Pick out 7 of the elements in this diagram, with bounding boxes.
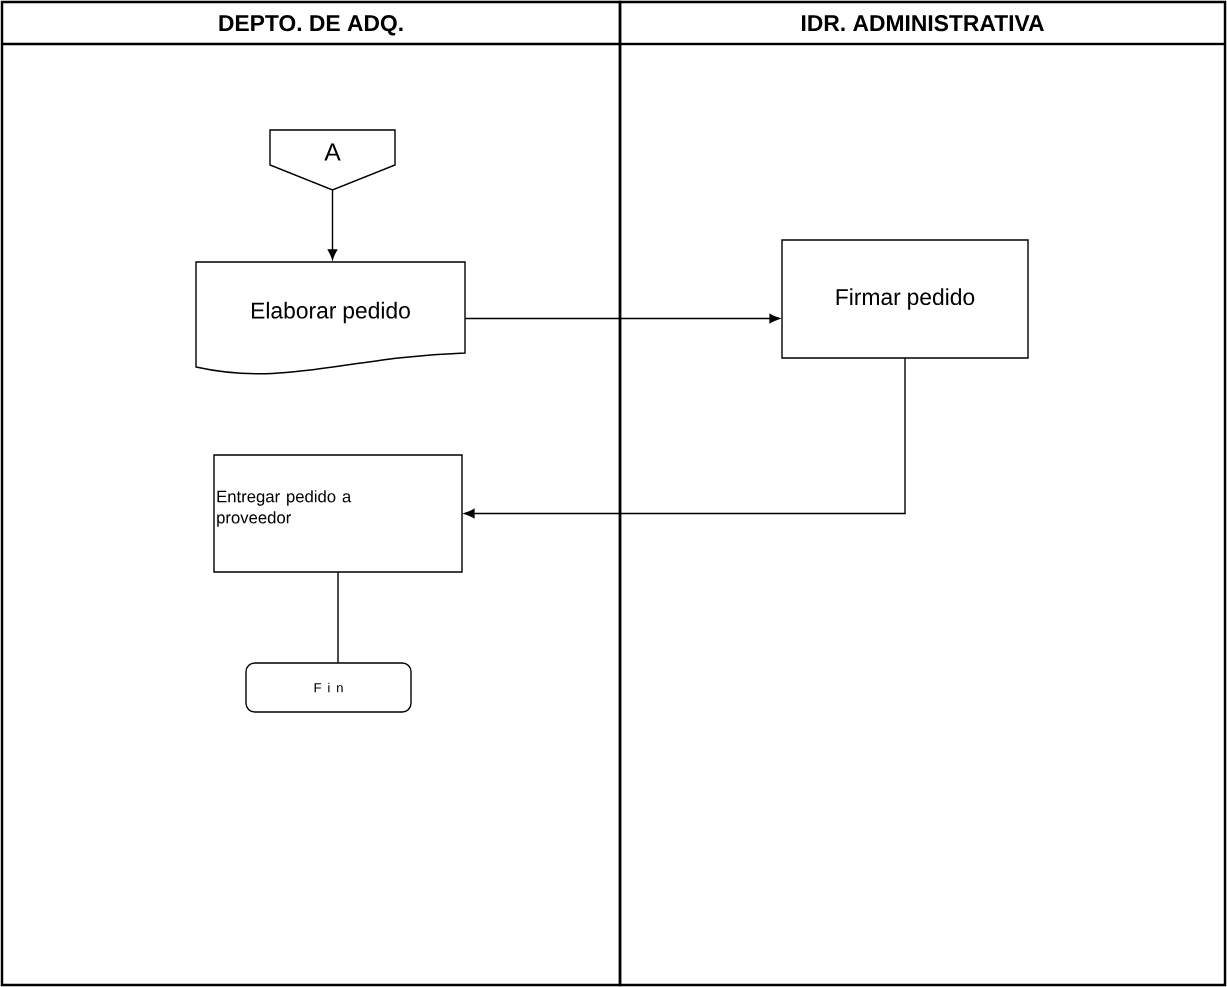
terminal-box: F i n [245, 662, 412, 713]
off-page-connector: A [269, 129, 396, 191]
process-box: Entregar pedido a proveedor [213, 454, 463, 573]
process-box: Firmar pedido [781, 239, 1029, 359]
arrow [327, 189, 338, 260]
arrow [464, 357, 906, 519]
arrow [464, 313, 780, 324]
